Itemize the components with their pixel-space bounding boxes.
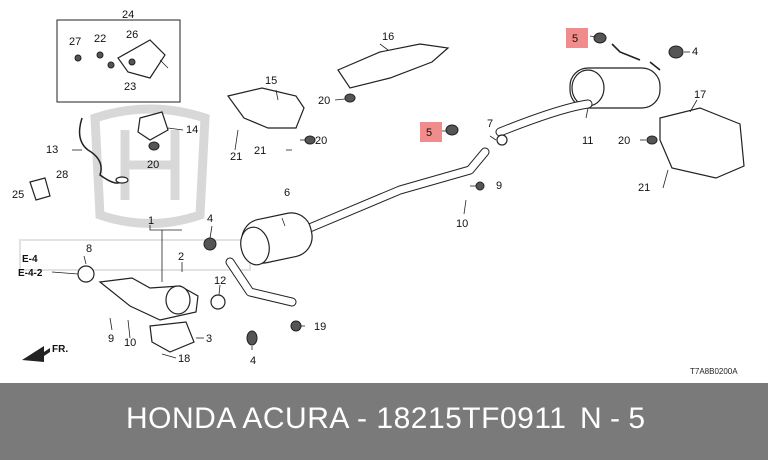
heat-shield-17 bbox=[659, 107, 745, 179]
heat-shield-16 bbox=[337, 43, 450, 89]
callout-20a[interactable]: 20 bbox=[318, 95, 330, 107]
heat-shield-15 bbox=[226, 87, 305, 129]
callout-28[interactable]: 28 bbox=[56, 169, 68, 181]
footer-title: HONDA ACURA - 18215TF0911 bbox=[126, 402, 567, 435]
callout-14[interactable]: 14 bbox=[186, 124, 198, 136]
callout-22[interactable]: 22 bbox=[94, 33, 106, 45]
muffler-11 bbox=[495, 43, 661, 137]
callout-4a[interactable]: 4 bbox=[692, 46, 698, 58]
callout-7[interactable]: 7 bbox=[487, 118, 493, 130]
leader-lines bbox=[51, 35, 698, 359]
ref-e4-2[interactable]: E-4-2 bbox=[18, 268, 43, 279]
front-label: FR. bbox=[52, 344, 68, 355]
ref-e4[interactable]: E-4 bbox=[22, 254, 38, 265]
callout-4c[interactable]: 4 bbox=[250, 355, 256, 367]
callout-26[interactable]: 26 bbox=[126, 29, 138, 41]
callout-11[interactable]: 11 bbox=[582, 135, 593, 147]
inset-box bbox=[56, 19, 181, 103]
callout-4b[interactable]: 4 bbox=[207, 213, 213, 225]
callout-21a[interactable]: 21 bbox=[230, 151, 242, 163]
footer-suffix: N - 5 bbox=[580, 402, 646, 435]
callout-17[interactable]: 17 bbox=[694, 89, 706, 101]
bracket-3 bbox=[149, 321, 195, 353]
callout-20d[interactable]: 20 bbox=[618, 135, 630, 147]
oxygen-sensor-wire bbox=[78, 117, 123, 184]
mount-rubber-5b bbox=[445, 124, 459, 136]
callout-18[interactable]: 18 bbox=[178, 353, 190, 365]
highlight-box-5a bbox=[566, 28, 588, 48]
callout-23[interactable]: 23 bbox=[124, 81, 136, 93]
callout-25[interactable]: 25 bbox=[12, 189, 24, 201]
callout-9b[interactable]: 9 bbox=[108, 333, 114, 345]
callout-10a[interactable]: 10 bbox=[456, 218, 468, 230]
mount-rubber-5a bbox=[593, 32, 607, 44]
callout-15[interactable]: 15 bbox=[265, 75, 277, 87]
callout-1[interactable]: 1 bbox=[148, 215, 154, 227]
callout-20b[interactable]: 20 bbox=[147, 159, 159, 171]
callout-19[interactable]: 19 bbox=[314, 321, 326, 333]
callout-21b[interactable]: 21 bbox=[254, 145, 266, 157]
front-arrow-icon: FR. bbox=[22, 344, 68, 362]
callout-20c[interactable]: 20 bbox=[315, 135, 327, 147]
callout-27[interactable]: 27 bbox=[69, 36, 81, 48]
footer-bar bbox=[0, 383, 768, 460]
diagram-code: T7A8B0200A bbox=[690, 367, 738, 376]
callout-6[interactable]: 6 bbox=[284, 187, 290, 199]
highlight-box-5b bbox=[420, 122, 442, 142]
callout-24[interactable]: 24 bbox=[122, 9, 134, 21]
callout-5b[interactable]: 5 bbox=[426, 127, 432, 139]
middle-pipe-6 bbox=[225, 147, 490, 307]
callout-16[interactable]: 16 bbox=[382, 31, 394, 43]
bracket-25 bbox=[29, 177, 51, 201]
callout-12[interactable]: 12 bbox=[214, 275, 226, 287]
converter-1 bbox=[98, 277, 199, 353]
callout-21c[interactable]: 21 bbox=[638, 182, 650, 194]
sensor-bracket bbox=[137, 111, 169, 141]
callout-2[interactable]: 2 bbox=[178, 251, 184, 263]
callout-9a[interactable]: 9 bbox=[496, 180, 502, 192]
callout-10b[interactable]: 10 bbox=[124, 337, 136, 349]
callout-8[interactable]: 8 bbox=[86, 243, 92, 255]
callout-3[interactable]: 3 bbox=[206, 333, 212, 345]
sensor-bracket-group bbox=[74, 39, 169, 79]
callout-13[interactable]: 13 bbox=[46, 144, 58, 156]
exhaust-parts-diagram: 5 5 24 27 22 26 23 16 15 20 14 20 21 21 … bbox=[12, 9, 745, 376]
callout-5a[interactable]: 5 bbox=[572, 33, 578, 45]
